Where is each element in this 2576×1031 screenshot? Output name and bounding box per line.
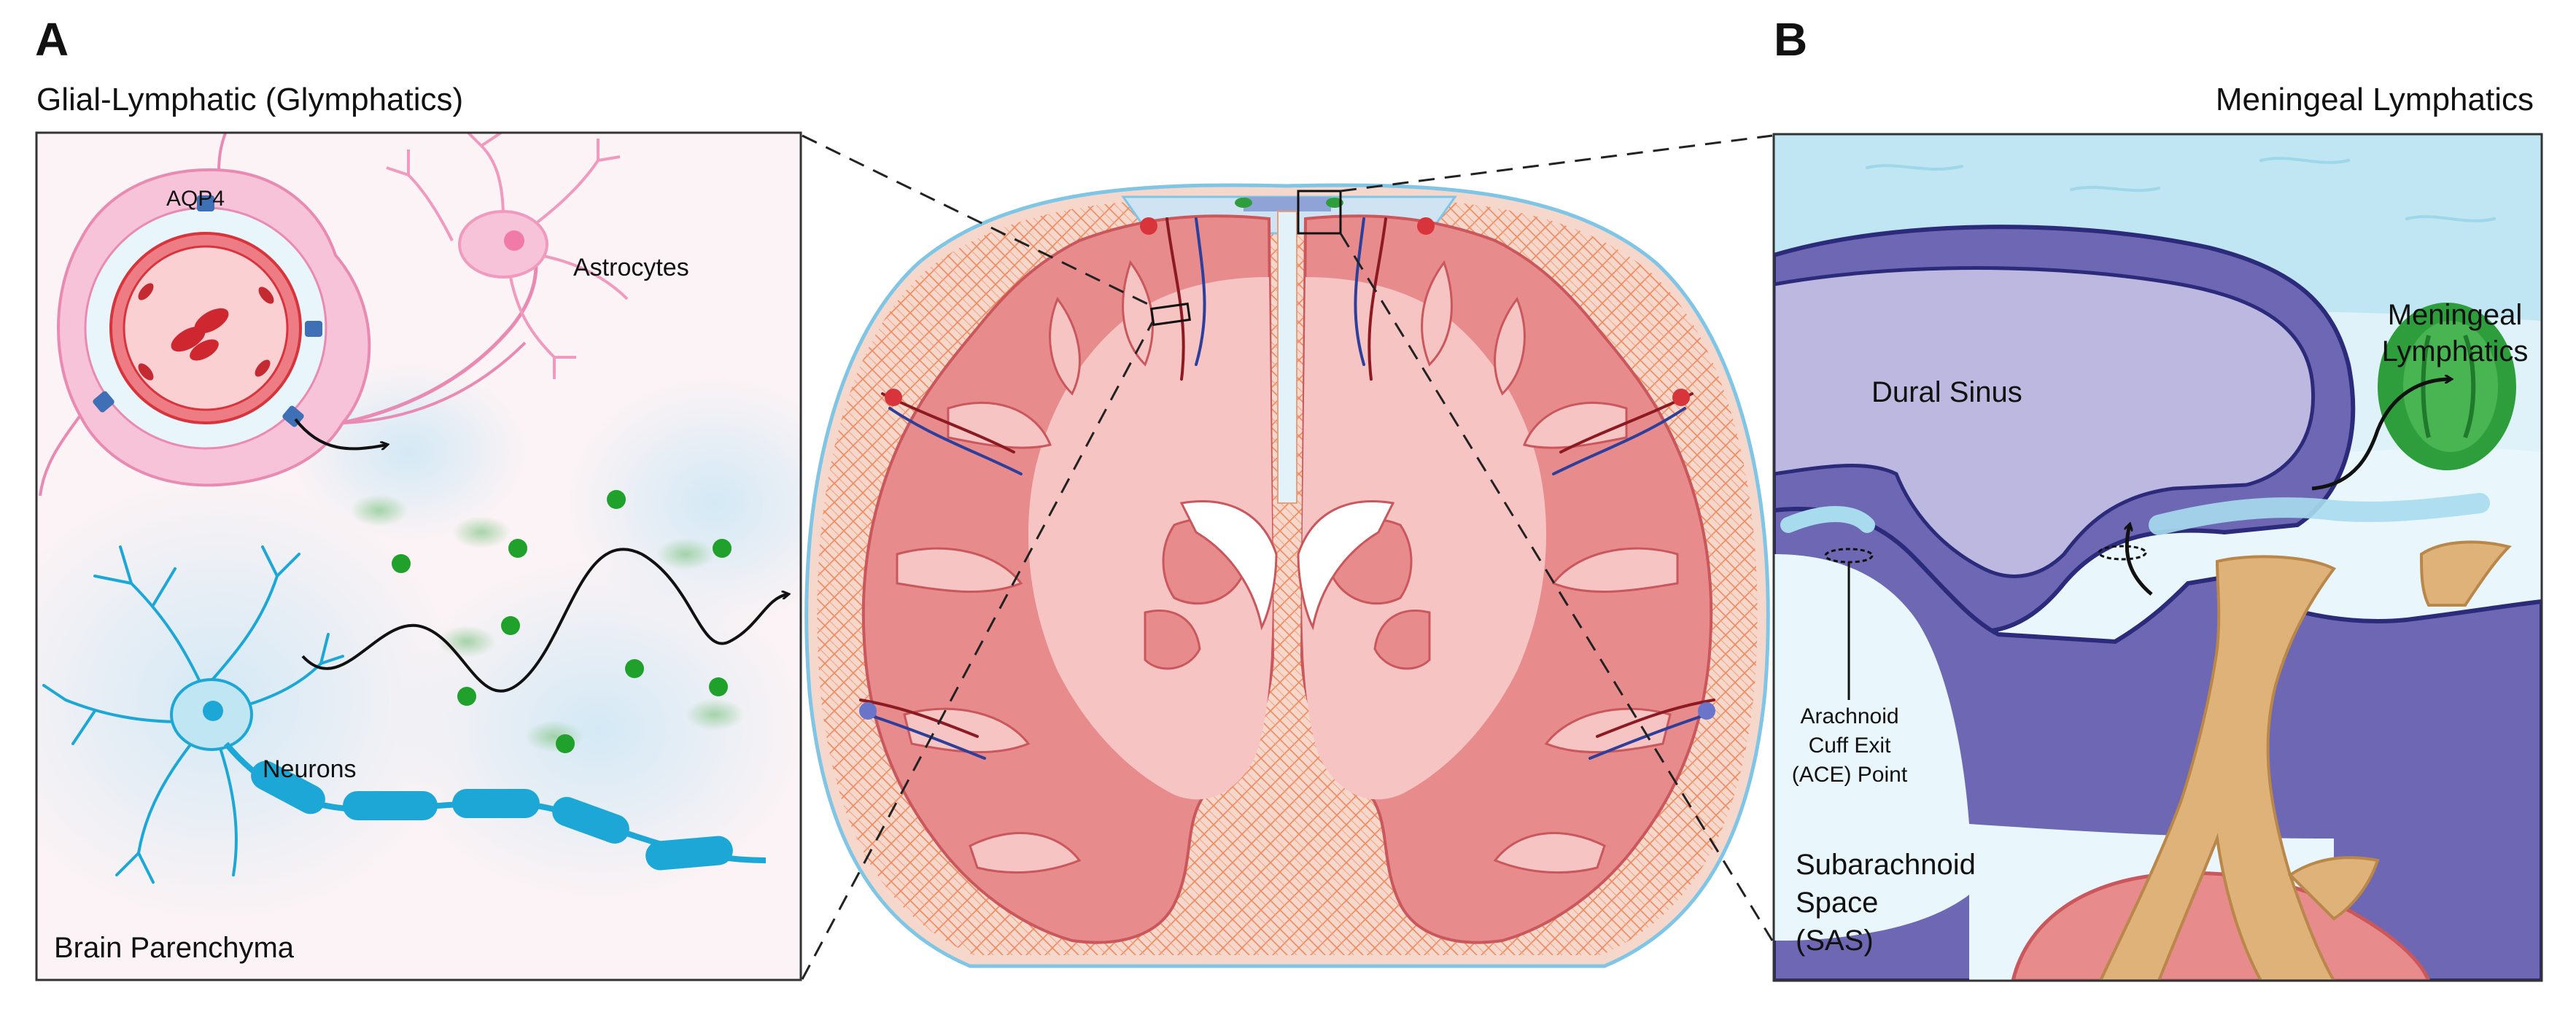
panel-b-letter: B bbox=[1774, 16, 1807, 63]
ace-label-line2: Cuff Exit bbox=[1777, 735, 1923, 757]
sas-label-line1: Subarachnoid bbox=[1796, 850, 1976, 879]
meningeal-lymphatics-label-line1: Meningeal bbox=[2375, 300, 2535, 330]
dural-sinus-label: Dural Sinus bbox=[1871, 378, 2022, 407]
panel-a-artwork bbox=[0, 109, 861, 980]
meningeal-lymphatics-label-line2: Lymphatics bbox=[2375, 337, 2535, 366]
ace-label-line3: (ACE) Point bbox=[1777, 764, 1923, 786]
ace-label-line1: Arachnoid bbox=[1777, 706, 1923, 728]
neurons-label: Neurons bbox=[263, 757, 357, 782]
astrocytes-label: Astrocytes bbox=[573, 255, 689, 280]
coronal-brain-section bbox=[807, 185, 1769, 966]
sas-label-line3: (SAS) bbox=[1796, 926, 1874, 955]
panel-a-letter: A bbox=[35, 16, 69, 63]
panel-b-title: Meningeal Lymphatics bbox=[2216, 84, 2534, 116]
brain-parenchyma-label: Brain Parenchyma bbox=[54, 933, 294, 962]
aqp4-label: AQP4 bbox=[166, 188, 225, 210]
sas-label-line2: Space bbox=[1796, 888, 1878, 917]
panel-a-title: Glial-Lymphatic (Glymphatics) bbox=[36, 84, 463, 116]
